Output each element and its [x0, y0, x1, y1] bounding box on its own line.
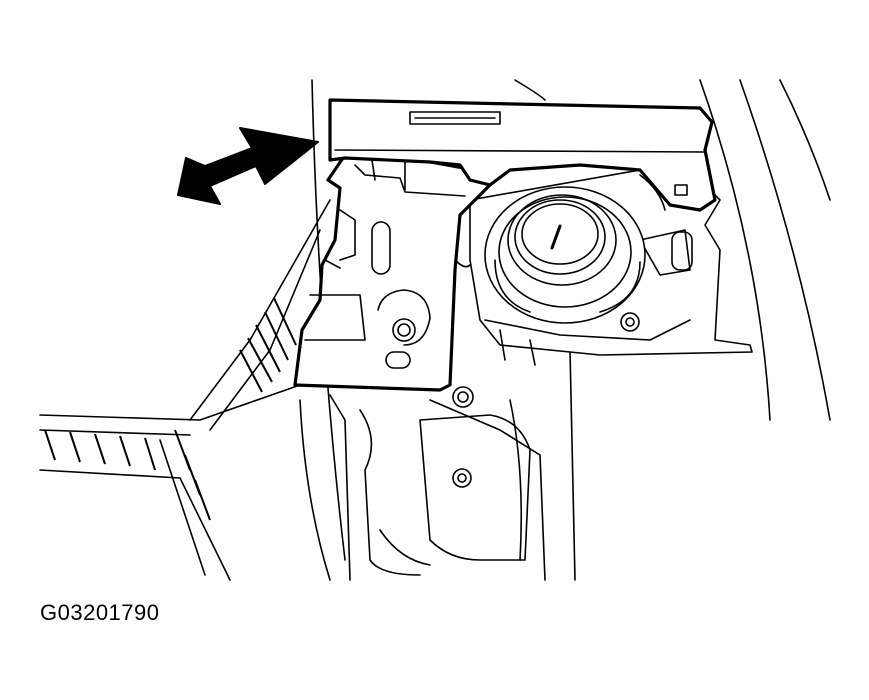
top-flange — [328, 98, 717, 212]
mounting-bracket — [293, 153, 492, 392]
figure-id-label: G03201790 — [40, 600, 160, 625]
fuel-filler-housing — [469, 169, 753, 366]
lower-left-structure — [39, 199, 331, 581]
pointer-arrow — [177, 127, 319, 205]
